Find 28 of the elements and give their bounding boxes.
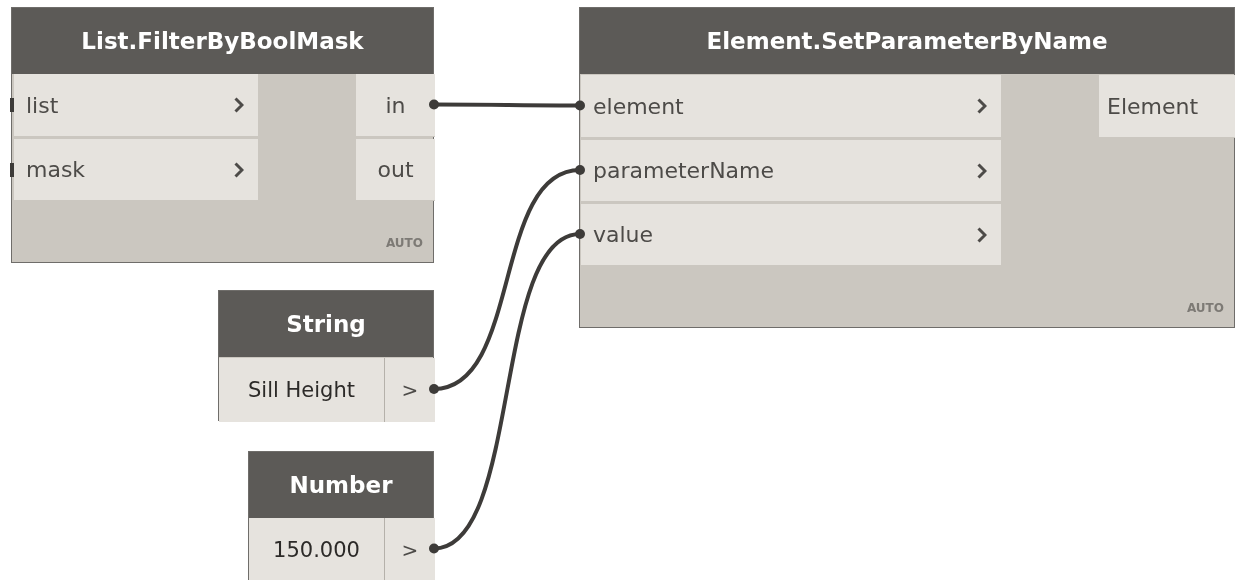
input-port xyxy=(581,204,1001,266)
output-port: > xyxy=(385,518,435,580)
connector-wire xyxy=(429,229,585,554)
port-label: element xyxy=(593,93,684,119)
port-label: parameterName xyxy=(593,158,775,183)
port-label: list xyxy=(26,92,59,118)
output-port: Element xyxy=(1099,75,1235,138)
node-card xyxy=(248,451,434,580)
node-card xyxy=(579,7,1235,328)
node-card xyxy=(218,290,434,421)
node-title: List.FilterByBoolMask xyxy=(81,28,364,54)
node-title: Element.SetParameterByName xyxy=(706,28,1108,54)
input-field: 150.000 xyxy=(249,518,385,580)
run-mode-label: AUTO xyxy=(385,236,423,250)
connector-wire xyxy=(429,99,585,111)
port-label: mask xyxy=(26,157,86,182)
node-title: String xyxy=(286,311,366,337)
input-port xyxy=(581,140,1001,202)
node-card xyxy=(11,7,434,263)
connector-wire xyxy=(429,165,585,394)
input-port xyxy=(581,75,1001,138)
port-label: value xyxy=(593,222,654,247)
run-mode-label: AUTO xyxy=(1186,301,1224,315)
output-port: out xyxy=(356,139,435,201)
node-title: Number xyxy=(289,472,393,498)
output-port: > xyxy=(385,358,435,422)
output-port: in xyxy=(356,74,435,137)
input-field: Sill Height xyxy=(219,358,385,422)
